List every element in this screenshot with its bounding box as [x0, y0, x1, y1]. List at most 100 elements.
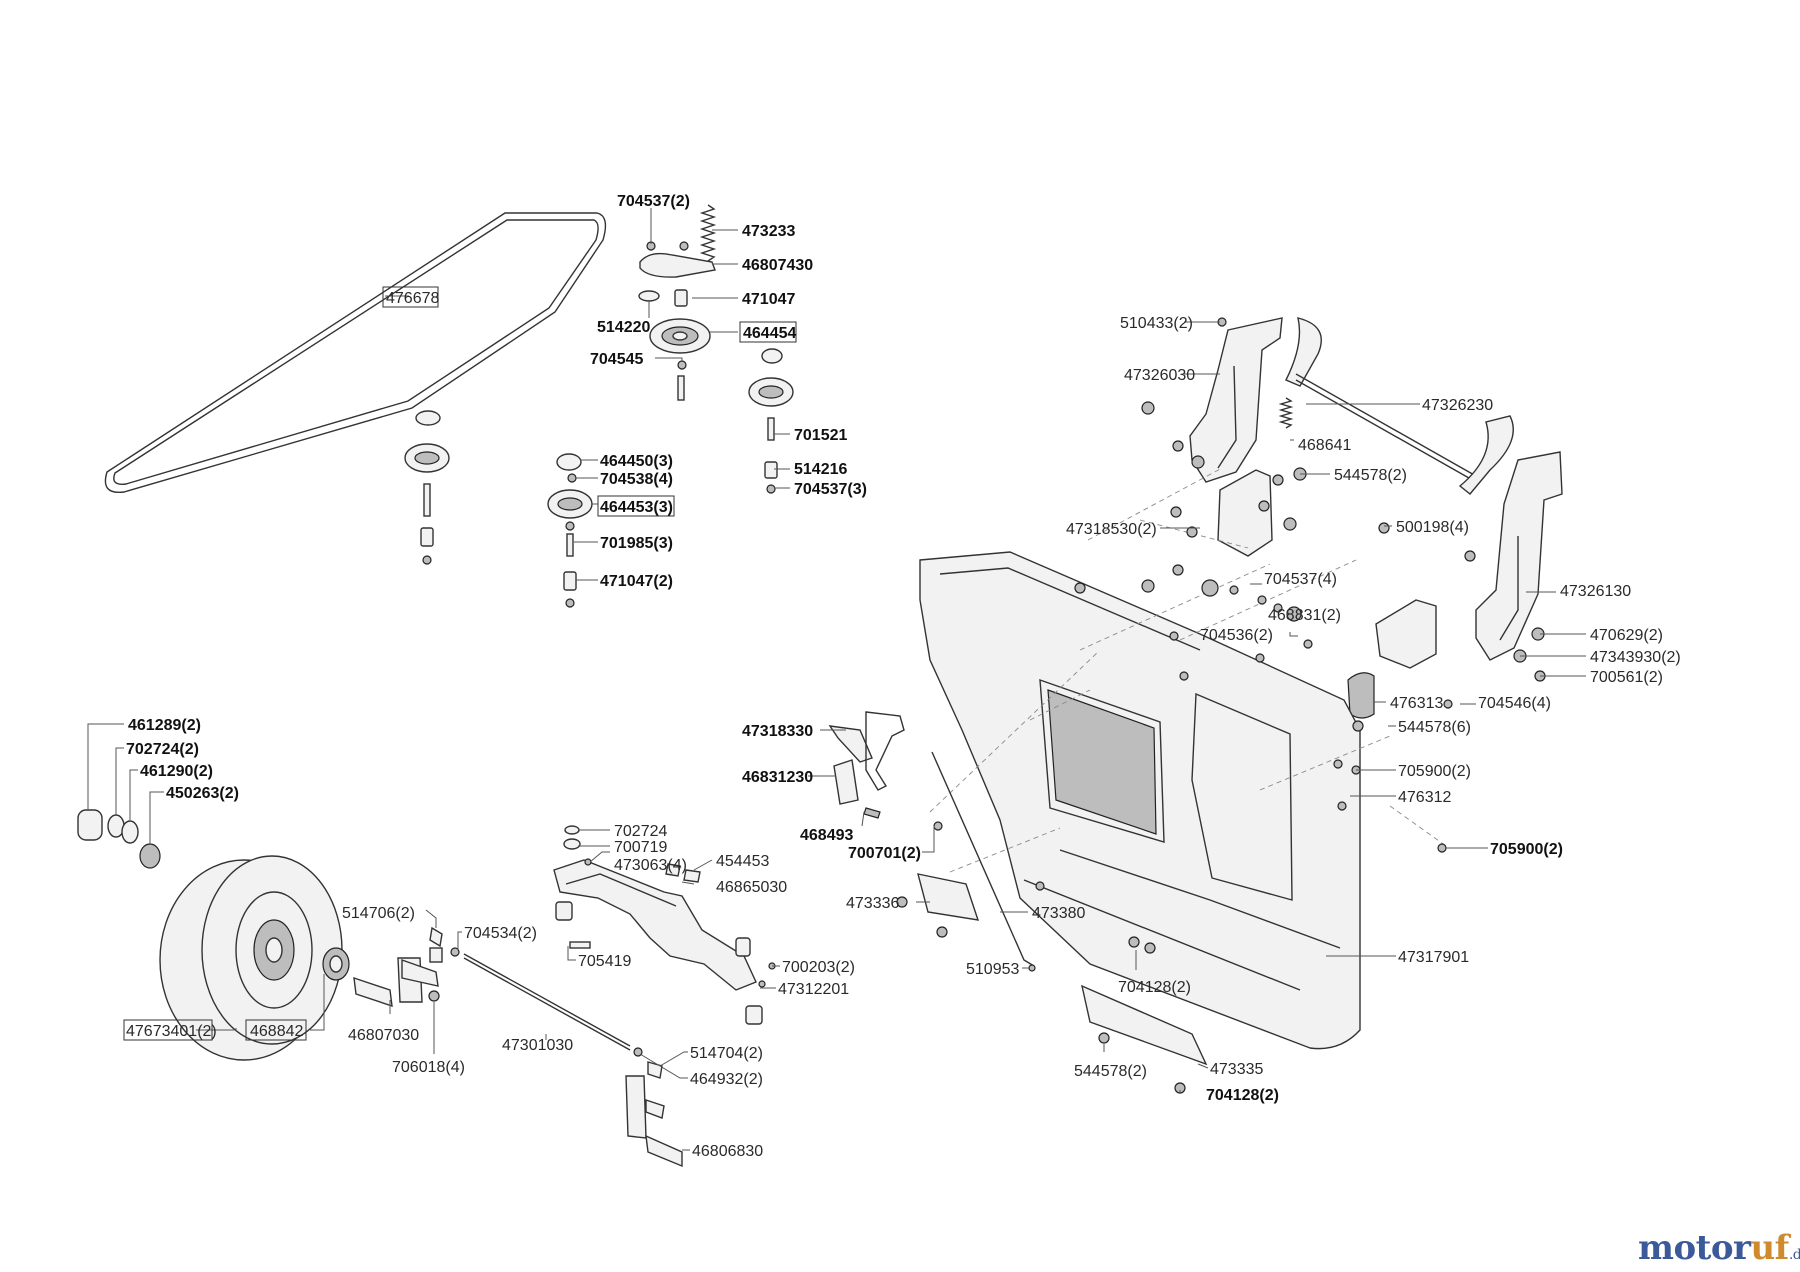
- idler-arm: [639, 252, 716, 278]
- label-702724-2[interactable]: 702724(2): [126, 741, 199, 758]
- label-700203-2[interactable]: 700203(2): [782, 959, 855, 976]
- lever-plate-left: [1285, 317, 1322, 387]
- label-450263-2[interactable]: 450263(2): [166, 785, 239, 802]
- label-704537-3[interactable]: 704537(3): [794, 481, 867, 498]
- label-47318330[interactable]: 47318330: [742, 723, 813, 740]
- label-468831-2[interactable]: 468831(2): [1268, 607, 1341, 624]
- small-fasteners-top: [646, 241, 689, 401]
- label-46865030[interactable]: 46865030: [716, 879, 787, 896]
- label-473380[interactable]: 473380: [1032, 905, 1085, 922]
- label-46806830[interactable]: 46806830: [692, 1143, 763, 1160]
- label-471047-2[interactable]: 471047(2): [600, 573, 673, 590]
- label-473335[interactable]: 473335: [1210, 1061, 1263, 1078]
- label-46831230[interactable]: 46831230: [742, 769, 813, 786]
- label-47326230[interactable]: 47326230: [1422, 397, 1493, 414]
- lever-plate-right: [1458, 415, 1514, 495]
- spring-468493: [863, 807, 881, 819]
- label-704534-2[interactable]: 704534(2): [464, 925, 537, 942]
- wheel-hub-parts: [77, 809, 161, 869]
- logo-text-suffix: .de: [1788, 1247, 1800, 1263]
- label-461289-2[interactable]: 461289(2): [128, 717, 201, 734]
- label-702724[interactable]: 702724: [614, 823, 667, 840]
- label-704546-4[interactable]: 704546(4): [1478, 695, 1551, 712]
- label-470629-2[interactable]: 470629(2): [1590, 627, 1663, 644]
- label-705900-2a[interactable]: 705900(2): [1398, 763, 1471, 780]
- label-46807430[interactable]: 46807430: [742, 257, 813, 274]
- label-514220[interactable]: 514220: [597, 319, 650, 336]
- label-514704-2[interactable]: 514704(2): [690, 1045, 763, 1062]
- tie-rod-47301030: [463, 953, 631, 1051]
- pulley-701521-stack: [748, 348, 794, 494]
- belt-pulley-left: [404, 410, 450, 565]
- label-47673401-2[interactable]: 47673401(2): [126, 1023, 217, 1040]
- motoruf-logo[interactable]: motoruf.de: [1638, 1228, 1800, 1268]
- label-47326030[interactable]: 47326030: [1124, 367, 1195, 384]
- label-476312[interactable]: 476312: [1398, 789, 1451, 806]
- label-510433-2[interactable]: 510433(2): [1120, 315, 1193, 332]
- label-47317901[interactable]: 47317901: [1398, 949, 1469, 966]
- label-704128-2a[interactable]: 704128(2): [1118, 979, 1191, 996]
- label-544578-2-top[interactable]: 544578(2): [1334, 467, 1407, 484]
- spring-468641: [1278, 397, 1294, 429]
- label-514216[interactable]: 514216: [794, 461, 847, 478]
- assembly-lines: [929, 467, 1447, 873]
- label-705900-2b[interactable]: 705900(2): [1490, 841, 1563, 858]
- label-514706-2[interactable]: 514706(2): [342, 905, 415, 922]
- label-473336[interactable]: 473336: [846, 895, 899, 912]
- label-464454[interactable]: 464454: [743, 325, 796, 342]
- label-704128-2b[interactable]: 704128(2): [1206, 1087, 1279, 1104]
- label-706018-4[interactable]: 706018(4): [392, 1059, 465, 1076]
- label-700701-2[interactable]: 700701(2): [848, 845, 921, 862]
- plate-46831230: [833, 759, 859, 805]
- spindle-46806830: [625, 1075, 683, 1168]
- guard-473336: [917, 873, 980, 921]
- label-544578-2-bot[interactable]: 544578(2): [1074, 1063, 1147, 1080]
- tensioner-spring: [699, 204, 717, 268]
- label-461290-2[interactable]: 461290(2): [140, 763, 213, 780]
- guard-473335: [1081, 984, 1208, 1066]
- label-454453[interactable]: 454453: [716, 853, 769, 870]
- label-700561-2[interactable]: 700561(2): [1590, 669, 1663, 686]
- label-701985-3[interactable]: 701985(3): [600, 535, 673, 552]
- spindle-46807030: [353, 947, 443, 1008]
- label-704538-4[interactable]: 704538(4): [600, 471, 673, 488]
- label-500198-4[interactable]: 500198(4): [1396, 519, 1469, 536]
- label-701521[interactable]: 701521: [794, 427, 847, 444]
- washer-514220: [638, 290, 660, 302]
- leader-lines: [87, 208, 1586, 1151]
- bearing-468842: [322, 947, 350, 981]
- label-704536-2[interactable]: 704536(2): [1200, 627, 1273, 644]
- link-47318330: [828, 711, 905, 791]
- bracket-47326130: [1475, 451, 1563, 661]
- label-47301030[interactable]: 47301030: [502, 1037, 573, 1054]
- label-47343930-2[interactable]: 47343930(2): [1590, 649, 1681, 666]
- label-47326130[interactable]: 47326130: [1560, 583, 1631, 600]
- label-476678[interactable]: 476678: [386, 290, 439, 307]
- label-471047[interactable]: 471047: [742, 291, 795, 308]
- label-464450-3[interactable]: 464450(3): [600, 453, 673, 470]
- label-705419[interactable]: 705419: [578, 953, 631, 970]
- rod-473380: [931, 751, 1035, 967]
- label-468842[interactable]: 468842: [250, 1023, 303, 1040]
- bracket-47318530-left: [1217, 469, 1273, 557]
- label-47312201[interactable]: 47312201: [778, 981, 849, 998]
- label-468493[interactable]: 468493: [800, 827, 853, 844]
- bracket-47326030: [1189, 317, 1283, 483]
- label-704537-2-top[interactable]: 704537(2): [617, 193, 690, 210]
- label-464932-2[interactable]: 464932(2): [690, 1071, 763, 1088]
- label-476313[interactable]: 476313: [1390, 695, 1443, 712]
- label-510953[interactable]: 510953: [966, 961, 1019, 978]
- wheel-47673401: [159, 855, 343, 1061]
- drive-belt: [104, 212, 607, 494]
- label-46807030[interactable]: 46807030: [348, 1027, 419, 1044]
- label-464453-3[interactable]: 464453(3): [600, 499, 673, 516]
- label-700719[interactable]: 700719: [614, 839, 667, 856]
- label-468641[interactable]: 468641: [1298, 437, 1351, 454]
- label-473233[interactable]: 473233: [742, 223, 795, 240]
- label-704537-4[interactable]: 704537(4): [1264, 571, 1337, 588]
- label-704545[interactable]: 704545: [590, 351, 643, 368]
- label-544578-6[interactable]: 544578(6): [1398, 719, 1471, 736]
- label-473063-4[interactable]: 473063(4): [614, 857, 687, 874]
- label-47318530-2[interactable]: 47318530(2): [1066, 521, 1157, 538]
